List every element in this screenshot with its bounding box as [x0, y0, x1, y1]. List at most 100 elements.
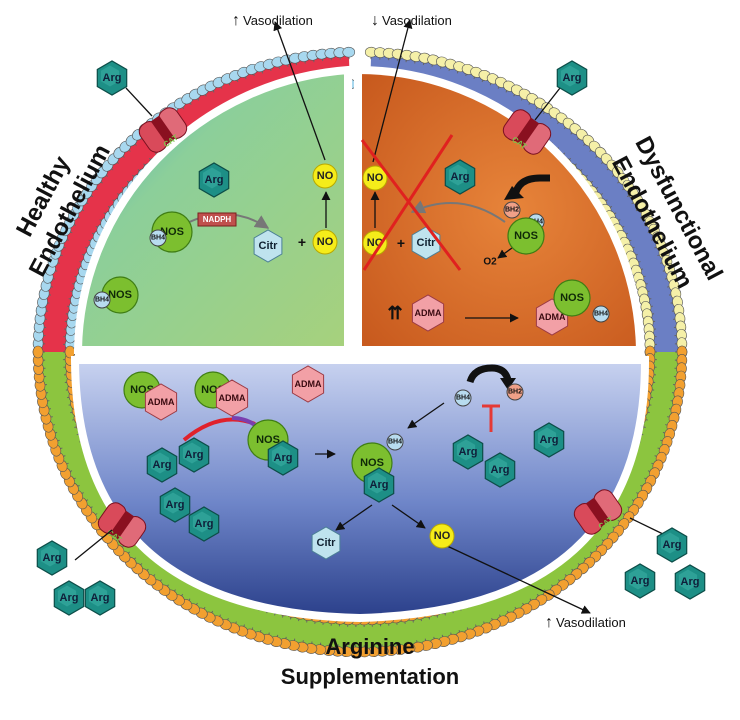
adma-molecule: ADMA	[144, 383, 178, 421]
arginine-molecule: Arg	[159, 487, 191, 523]
cofactor: BH4	[149, 229, 167, 247]
arginine-molecule: Arg	[363, 467, 395, 503]
adma-label: ADMA	[539, 312, 566, 322]
arg-label: Arg	[91, 592, 110, 604]
cofactor-label: BH4	[151, 235, 165, 242]
arginine-molecule: Arg	[533, 422, 565, 458]
vasodilation-up-bottom: ↑Vasodilation	[545, 614, 626, 632]
arginine-molecule: Arg	[267, 440, 299, 476]
no-label: NO	[317, 170, 334, 182]
arrow-nos-to-citr	[335, 504, 373, 531]
arg-label: Arg	[681, 576, 700, 588]
arg-label: Arg	[195, 518, 214, 530]
cofactor-label: BH2	[508, 389, 522, 396]
double-up-arrow-icon: ⇈	[387, 303, 402, 323]
arg-label: Arg	[185, 449, 204, 461]
arg-label: Arg	[166, 499, 185, 511]
arrowhead-bh4-to-bh2-dys	[504, 186, 524, 200]
citrulline: Citr	[253, 229, 283, 263]
cofactor: BH4	[454, 389, 472, 407]
vasodilation-down-top: ↓Vasodilation	[371, 12, 452, 30]
arg-label: Arg	[563, 72, 582, 84]
healthy-cytoplasm	[73, 65, 352, 354]
arginine-molecule: Arg	[674, 564, 706, 600]
vasodilation-label: Vasodilation	[243, 13, 313, 28]
nos-label: NOS	[108, 289, 132, 301]
plus-sign: +	[298, 234, 306, 250]
nadph-box: NADPH	[197, 212, 237, 227]
nos-label: NOS	[514, 230, 538, 242]
adma-label: ADMA	[148, 397, 175, 407]
cofactor: BH2	[503, 201, 521, 219]
arrow-bh4-to-nos	[407, 402, 445, 429]
no-label: NO	[367, 172, 384, 184]
nitric-oxide: NO	[362, 230, 388, 256]
arg-label: Arg	[103, 72, 122, 84]
arg-label: Arg	[60, 592, 79, 604]
arg-label: Arg	[459, 446, 478, 458]
arrow-arg-into-healthy	[125, 87, 153, 117]
cofactor: BH4	[93, 291, 111, 309]
arginine-molecule: Arg	[452, 434, 484, 470]
adma-molecule: ADMA	[215, 379, 249, 417]
citrulline: Citr	[311, 526, 341, 560]
nos-label: NOS	[256, 434, 280, 446]
blocked-no-cross	[360, 134, 462, 271]
arrow-nos-curve-dys	[410, 200, 506, 223]
vasodilation-label: Vasodilation	[556, 615, 626, 630]
arginine-molecule: Arg	[444, 159, 476, 195]
arginine-molecule: Arg	[146, 447, 178, 483]
arginine-molecule: Arg	[36, 540, 68, 576]
cofactor: BH4	[592, 305, 610, 323]
arg-label: Arg	[451, 171, 470, 183]
arginine-molecule: Arg	[178, 437, 210, 473]
arg-label: Arg	[43, 552, 62, 564]
arg-label: Arg	[631, 575, 650, 587]
cofactor-label: BH4	[594, 311, 608, 318]
nitric-oxide: NO	[429, 523, 455, 549]
arrow-nos-o2	[497, 247, 513, 259]
molecules: ArgArgNOSBH4NADPHCitr+NONONOSBH4ArgArgNO…	[36, 60, 706, 616]
cofactor: BH2	[506, 383, 524, 401]
arg-label: Arg	[370, 479, 389, 491]
cofactor: BH4	[386, 433, 404, 451]
cat-transporter: CAT	[97, 502, 147, 548]
citr-label: Citr	[259, 240, 279, 252]
arg-label: Arg	[663, 539, 682, 551]
arrow-arg-into-dys	[534, 87, 561, 121]
arg-label: Arg	[274, 452, 293, 464]
arrow-no-to-vasodilation-dys	[372, 19, 413, 163]
up-arrow-icon: ↑	[232, 12, 240, 29]
nitric-oxide: NO	[312, 163, 338, 189]
nos-label: NOS	[360, 457, 384, 469]
arrow-no-to-vasodilation-healthy	[273, 21, 326, 161]
vasodilation-up-top: ↑Vasodilation	[232, 12, 313, 30]
up-arrow-icon: ↑	[545, 614, 553, 631]
arginine-molecule: Arg	[84, 580, 116, 616]
cat-transporter: CAT	[573, 489, 623, 535]
nos-label: NOS	[560, 292, 584, 304]
adma-molecule: ADMA	[411, 294, 445, 332]
citr-label: Citr	[417, 237, 437, 249]
no-label: NO	[317, 236, 334, 248]
arrow-arg-into-sup-right	[629, 517, 666, 536]
o2-label: O2	[483, 257, 497, 268]
pathway-arrows	[74, 19, 666, 614]
plus-sign: +	[397, 235, 405, 251]
adma-label: ADMA	[219, 393, 246, 403]
arrow-no-to-vasodilation-sup	[444, 544, 591, 614]
arrow-arg-into-sup-left	[74, 529, 113, 561]
adma-molecule: ADMA	[291, 365, 325, 403]
arrow-nos-to-no-sup	[391, 504, 426, 529]
nos-enzyme: NOS	[507, 217, 545, 255]
arginine-molecule: Arg	[656, 527, 688, 563]
arginine-molecule: Arg	[484, 452, 516, 488]
supplementation-cytoplasm	[70, 356, 650, 623]
nos-enzyme: NOS	[101, 276, 139, 314]
arrowhead-bh4-to-bh2-sup	[500, 378, 516, 390]
cofactor-label: BH4	[456, 395, 470, 402]
arg-label: Arg	[153, 459, 172, 471]
adma-label: ADMA	[415, 308, 442, 318]
